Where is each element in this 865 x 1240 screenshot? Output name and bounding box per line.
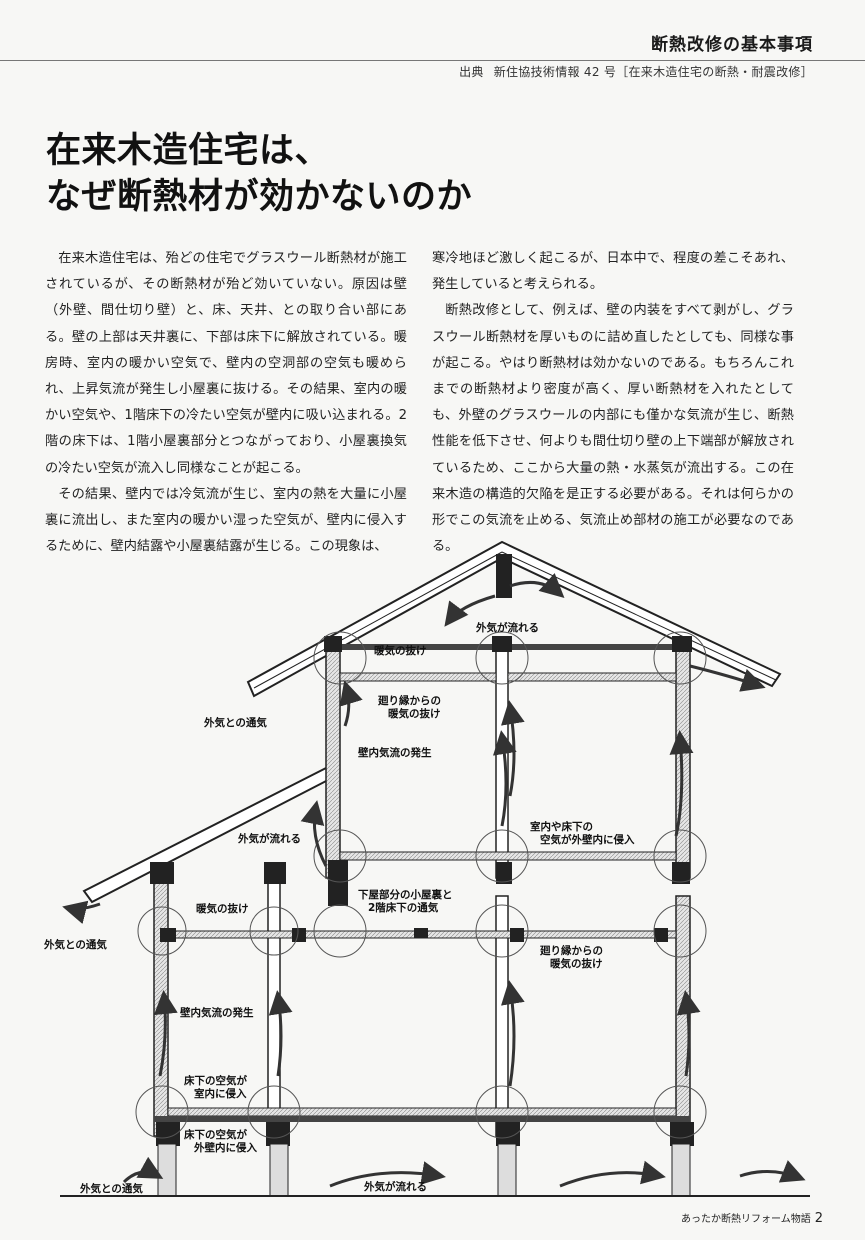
label-underfloor-into-wall: 床下の空気が外壁内に侵入: [184, 1128, 257, 1154]
body-paragraph-2: その結果、壁内では冷気流が生じ、室内の熱を大量に小屋裏に流出し、また室内の暖かい…: [45, 486, 407, 555]
airflow-arrows: [62, 573, 806, 1188]
label-perimeter-escape-top: 廻り縁からの暖気の抜け: [377, 694, 441, 720]
airflow-circles: [135, 631, 707, 1139]
label-outside-ventilation-lower: 外気との通気: [43, 938, 107, 951]
source-citation: 出典新住協技術情報 42 号［在来木造住宅の断熱・耐震改修］: [449, 63, 813, 80]
label-perimeter-escape-lower: 廻り縁からの暖気の抜け: [539, 944, 603, 970]
body-paragraph-1: 在来木造住宅は、殆どの住宅でグラスウール断熱材が施工されているが、その断熱材が殆…: [45, 251, 407, 476]
label-underfloor-into-room: 床下の空気が室内に侵入: [184, 1074, 247, 1100]
second-floor: [339, 851, 677, 861]
header-rule: [0, 60, 865, 61]
foundation-right: [671, 1143, 691, 1197]
section-title: 断熱改修の基本事項: [651, 35, 813, 55]
house-section-diagram: 外気が流れる 暖気の抜け 廻り縁からの暖気の抜け 外気との通気 壁内気流の発生 …: [43, 540, 810, 1197]
label-wall-airflow-lower: 壁内気流の発生: [180, 1006, 254, 1019]
label-room-underfloor-intrusion: 室内や床下の空気が外壁内に侵入: [530, 820, 635, 846]
body-paragraph-3: 断熱改修として、例えば、壁の内装をすべて剥がし、グラスウール断熱材を厚いものに詰…: [432, 303, 794, 555]
page-number: 2: [814, 1211, 823, 1226]
label-outside-air-flows-top: 外気が流れる: [475, 621, 539, 634]
source-text: 新住協技術情報 42 号［在来木造住宅の断熱・耐震改修］: [493, 65, 813, 79]
body-column-right: 寒冷地ほど激しく起こるが、日本中で、程度の差こそあれ、発生していると考えられる。…: [432, 246, 794, 560]
upper-ceiling-right: [507, 672, 677, 682]
label-outside-ventilation-upper: 外気との通気: [203, 716, 267, 729]
headline-line-1: 在来木造住宅は、: [46, 131, 331, 171]
headline: 在来木造住宅は、 なぜ断熱材が効かないのか: [46, 128, 472, 220]
source-prefix: 出典: [459, 65, 484, 79]
label-wall-airflow-upper: 壁内気流の発生: [358, 746, 432, 759]
foundation-center: [497, 1143, 517, 1197]
footer-series: あったか断熱リフォーム物語: [681, 1214, 811, 1225]
label-warm-air-escape-lower: 暖気の抜け: [196, 902, 249, 915]
label-warm-air-escape-top: 暖気の抜け: [374, 644, 427, 657]
ground-floor: [167, 1107, 677, 1117]
label-outside-air-flows-mid: 外気が流れる: [237, 832, 301, 845]
ridge-post: [496, 554, 512, 598]
label-outside-ventilation-ground: 外気との通気: [79, 1182, 143, 1195]
foundation-mid: [269, 1143, 289, 1197]
label-outside-air-flows-bottom: 外気が流れる: [363, 1180, 427, 1193]
upper-roof: [246, 540, 782, 698]
foundation-left: [157, 1143, 177, 1197]
upper-ceiling-left: [339, 672, 497, 682]
headline-line-2: なぜ断熱材が効かないのか: [46, 177, 473, 217]
body-paragraph-2-continued: 寒冷地ほど激しく起こるが、日本中で、程度の差こそあれ、発生していると考えられる。: [432, 251, 794, 293]
body-column-left: 在来木造住宅は、殆どの住宅でグラスウール断熱材が施工されているが、その断熱材が殆…: [45, 246, 407, 560]
